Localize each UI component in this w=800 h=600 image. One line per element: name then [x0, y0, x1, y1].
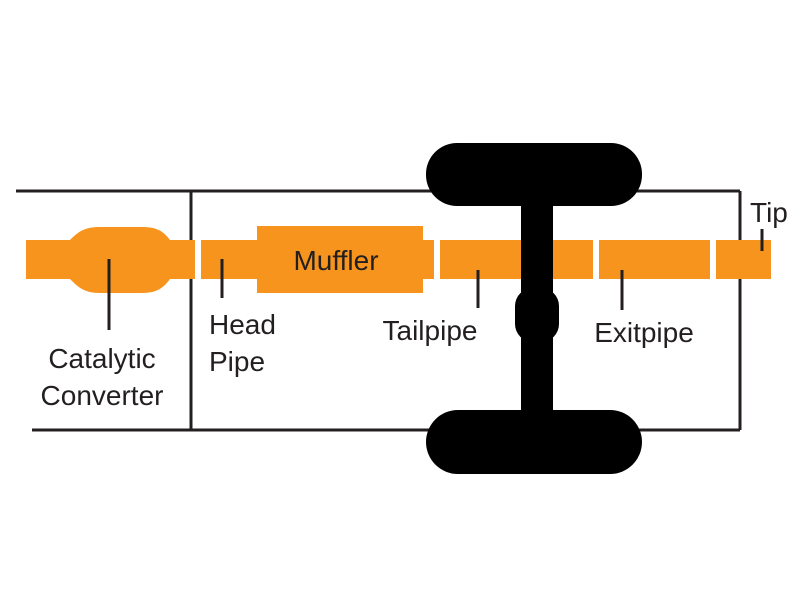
exhaust-pipes [26, 226, 771, 293]
tailpipe [440, 240, 593, 279]
leader-lines [107, 229, 764, 330]
head-pipe [201, 240, 250, 279]
label-muffler: Muffler [293, 245, 378, 276]
label-tip: Tip [750, 197, 788, 228]
muffler-inlet [250, 240, 260, 279]
wheel-bottom [426, 410, 642, 474]
label-head-pipe-line1: Head [209, 309, 276, 340]
label-exitpipe: Exitpipe [594, 317, 694, 348]
label-tailpipe: Tailpipe [383, 315, 478, 346]
exitpipe [599, 240, 710, 279]
muffler-outlet [420, 240, 434, 279]
wheel-top [426, 143, 642, 206]
muffler [257, 226, 423, 293]
differential [515, 288, 559, 342]
rear-axle-assembly [426, 143, 642, 474]
label-head-pipe-line2: Pipe [209, 346, 265, 377]
label-catalytic-converter-line1: Catalytic [48, 343, 155, 374]
label-catalytic-converter-line2: Converter [41, 380, 164, 411]
